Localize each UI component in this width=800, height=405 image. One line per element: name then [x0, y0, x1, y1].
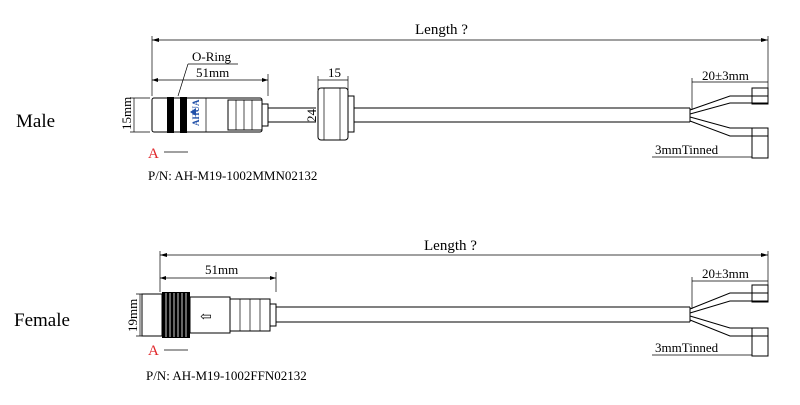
female-length-label: Length ? [424, 238, 477, 254]
female-connector: ⇦ [141, 292, 277, 338]
male-length-dimension: Length ? [151, 22, 769, 104]
male-tinned-label: 3mmTinned [655, 142, 719, 157]
male-51mm-dimension: 51mm [152, 65, 269, 96]
male-wire-ends [689, 87, 769, 159]
female-arrow-icon: ⇦ [200, 310, 212, 325]
male-strip-label: 20±3mm [702, 68, 749, 83]
male-15-dimension: 15 [317, 65, 349, 90]
male-view-marker: A [148, 146, 188, 162]
male-cable-gland [317, 87, 355, 141]
male-oring-label: O-Ring [192, 49, 232, 64]
female-wire-ends [689, 284, 769, 357]
male-logo-icon [190, 108, 196, 116]
female-51mm-label: 51mm [205, 262, 238, 277]
female-assembly: Female Length ? 51mm 19mm [14, 238, 769, 383]
female-section-label: Female [14, 310, 70, 331]
female-19mm-label: 19mm [125, 299, 140, 332]
male-part-number: P/N: AH-M19-1002MMN02132 [148, 168, 317, 183]
female-51mm-dimension: 51mm [160, 262, 277, 292]
female-length-dimension: Length ? [159, 238, 769, 302]
male-24-label: 24 [304, 109, 319, 123]
female-tinned-callout: 3mmTinned [652, 340, 752, 356]
female-part-number: P/N: AH-M19-1002FFN02132 [146, 368, 307, 383]
male-tinned-callout: 3mmTinned [652, 142, 752, 158]
male-strip-dimension: 20±3mm [691, 68, 768, 110]
female-strip-label: 20±3mm [702, 266, 749, 281]
male-assembly: Male Length ? O-Ring 51mm [16, 22, 769, 183]
male-view-marker-label: A [148, 146, 159, 162]
male-15mm-label: 15mm [119, 97, 134, 130]
male-15mm-dimension: 15mm [119, 97, 150, 133]
male-section-label: Male [16, 111, 55, 132]
female-view-marker: A [148, 343, 188, 359]
male-51mm-label: 51mm [196, 65, 229, 80]
male-length-label: Length ? [415, 22, 468, 38]
male-connector: AHUA [151, 97, 269, 133]
female-strip-dimension: 20±3mm [691, 266, 768, 309]
female-tinned-label: 3mmTinned [655, 340, 719, 355]
female-19mm-dimension: 19mm [125, 293, 156, 337]
female-view-marker-label: A [148, 343, 159, 359]
male-15-label: 15 [328, 65, 341, 80]
